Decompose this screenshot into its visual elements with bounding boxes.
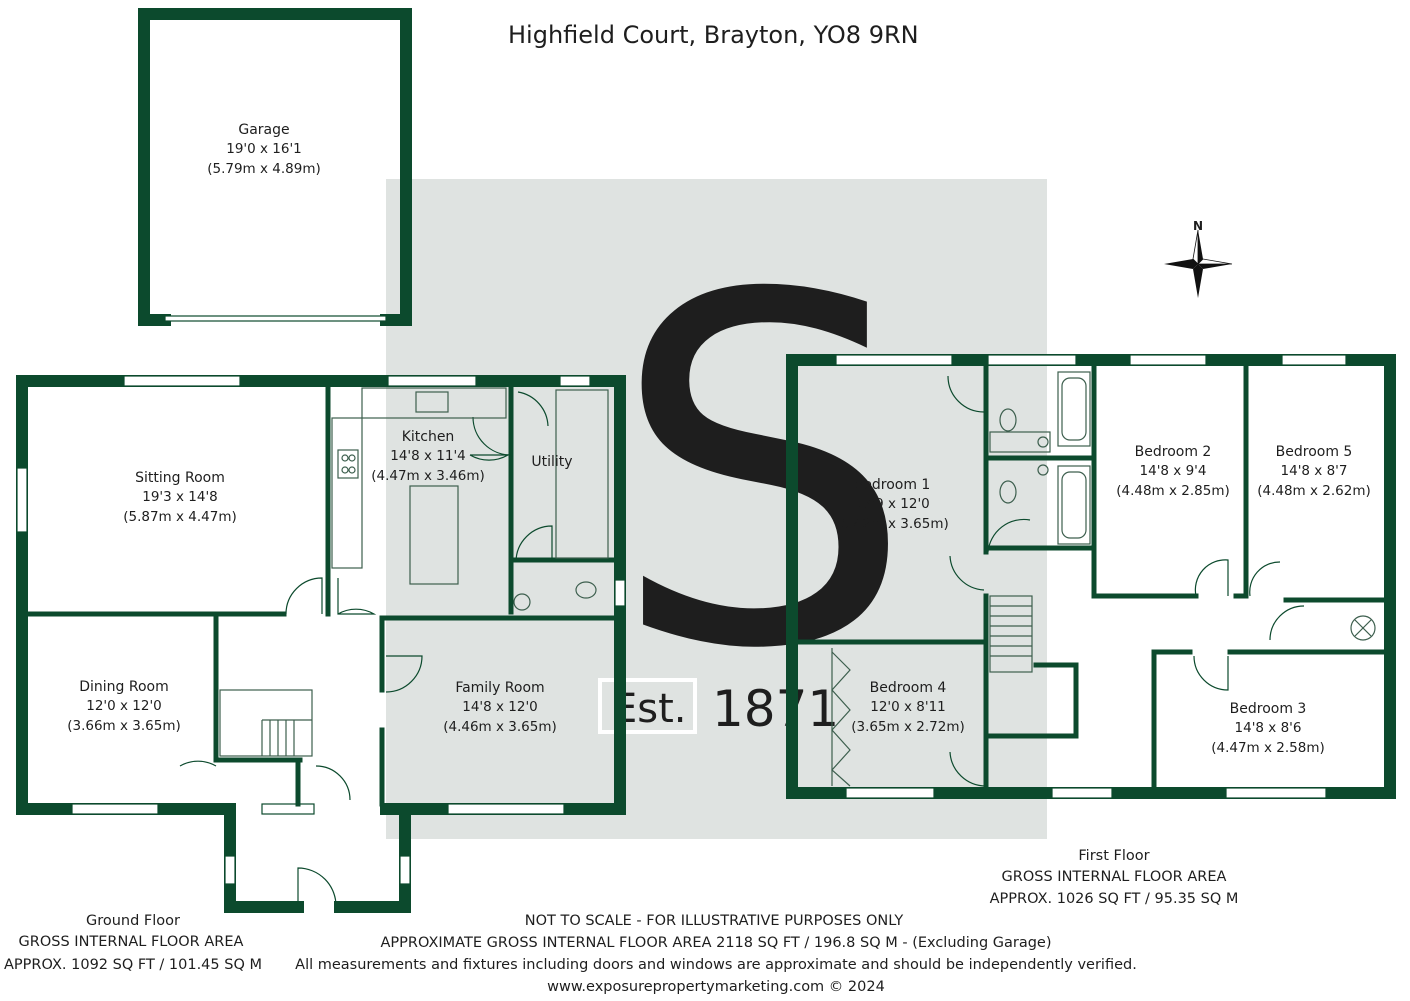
room-name-utility: Utility bbox=[531, 454, 572, 470]
first-floor-label: First Floor bbox=[1078, 848, 1149, 864]
room-dims-bedroom1: 17'9 x 12'0 bbox=[854, 496, 930, 512]
room-metric-dining: (3.66m x 3.65m) bbox=[67, 718, 181, 734]
room-dims-bedroom2: 14'8 x 9'4 bbox=[1140, 463, 1207, 479]
room-dims-family: 14'8 x 12'0 bbox=[462, 699, 538, 715]
first-floor-area-heading: GROSS INTERNAL FLOOR AREA bbox=[1002, 869, 1227, 885]
page-title: Highfield Court, Brayton, YO8 9RN bbox=[508, 21, 919, 49]
compass-north-label: N bbox=[1193, 219, 1203, 233]
room-metric-bedroom3: (4.47m x 2.58m) bbox=[1211, 740, 1325, 756]
room-name-garage: Garage bbox=[238, 122, 289, 138]
note-total-area: APPROXIMATE GROSS INTERNAL FLOOR AREA 21… bbox=[380, 935, 1051, 951]
room-name-bedroom5: Bedroom 5 bbox=[1276, 444, 1353, 460]
room-name-bedroom4: Bedroom 4 bbox=[870, 680, 947, 696]
room-metric-kitchen: (4.47m x 3.46m) bbox=[371, 468, 485, 484]
watermark-year: 1871 bbox=[712, 680, 839, 738]
room-name-bedroom3: Bedroom 3 bbox=[1230, 701, 1307, 717]
room-metric-sitting: (5.87m x 4.47m) bbox=[123, 509, 237, 525]
room-metric-bedroom5: (4.48m x 2.62m) bbox=[1257, 483, 1371, 499]
room-dims-bedroom4: 12'0 x 8'11 bbox=[870, 699, 946, 715]
room-name-bedroom2: Bedroom 2 bbox=[1135, 444, 1212, 460]
room-metric-bedroom1: (5.42m x 3.65m) bbox=[835, 516, 949, 532]
ground-floor-plan: Sitting Room 19'3 x 14'8 (5.87m x 4.47m)… bbox=[16, 375, 626, 913]
note-website: www.exposurepropertymarketing.com © 2024 bbox=[547, 979, 885, 995]
room-metric-bedroom2: (4.48m x 2.85m) bbox=[1116, 483, 1230, 499]
room-dims-bedroom5: 14'8 x 8'7 bbox=[1281, 463, 1348, 479]
room-name-sitting: Sitting Room bbox=[135, 470, 225, 486]
room-dims-garage: 19'0 x 16'1 bbox=[226, 141, 302, 157]
compass-rose-icon: N bbox=[1164, 219, 1233, 298]
room-metric-bedroom4: (3.65m x 2.72m) bbox=[851, 719, 965, 735]
watermark-letter: S bbox=[610, 195, 915, 754]
watermark: S Est. 1871 bbox=[386, 179, 1047, 839]
room-name-kitchen: Kitchen bbox=[402, 429, 455, 445]
watermark-est-box bbox=[598, 678, 697, 734]
room-metric-family: (4.46m x 3.65m) bbox=[443, 719, 557, 735]
room-dims-sitting: 19'3 x 14'8 bbox=[142, 489, 218, 505]
first-floor-plan: Bedroom 1 17'9 x 12'0 (5.42m x 3.65m) Be… bbox=[786, 354, 1396, 799]
note-not-to-scale: NOT TO SCALE - FOR ILLUSTRATIVE PURPOSES… bbox=[525, 913, 904, 929]
note-measurements: All measurements and fixtures including … bbox=[295, 957, 1137, 973]
first-stairs bbox=[989, 595, 1033, 673]
room-dims-dining: 12'0 x 12'0 bbox=[86, 698, 162, 714]
room-metric-garage: (5.79m x 4.89m) bbox=[207, 161, 321, 177]
garage-plan: Garage 19'0 x 16'1 (5.79m x 4.89m) bbox=[138, 8, 412, 326]
room-name-dining: Dining Room bbox=[79, 679, 169, 695]
ground-floor-label: Ground Floor bbox=[86, 913, 180, 929]
ground-floor-area-heading: GROSS INTERNAL FLOOR AREA bbox=[19, 934, 244, 950]
ground-floor-area: APPROX. 1092 SQ FT / 101.45 SQ M bbox=[4, 957, 262, 973]
ground-stairs bbox=[219, 689, 313, 757]
room-dims-kitchen: 14'8 x 11'4 bbox=[390, 448, 466, 464]
room-name-bedroom1: Bedroom 1 bbox=[854, 477, 931, 493]
first-floor-area: APPROX. 1026 SQ FT / 95.35 SQ M bbox=[990, 891, 1239, 907]
room-dims-bedroom3: 14'8 x 8'6 bbox=[1235, 720, 1302, 736]
room-name-family: Family Room bbox=[455, 680, 544, 696]
